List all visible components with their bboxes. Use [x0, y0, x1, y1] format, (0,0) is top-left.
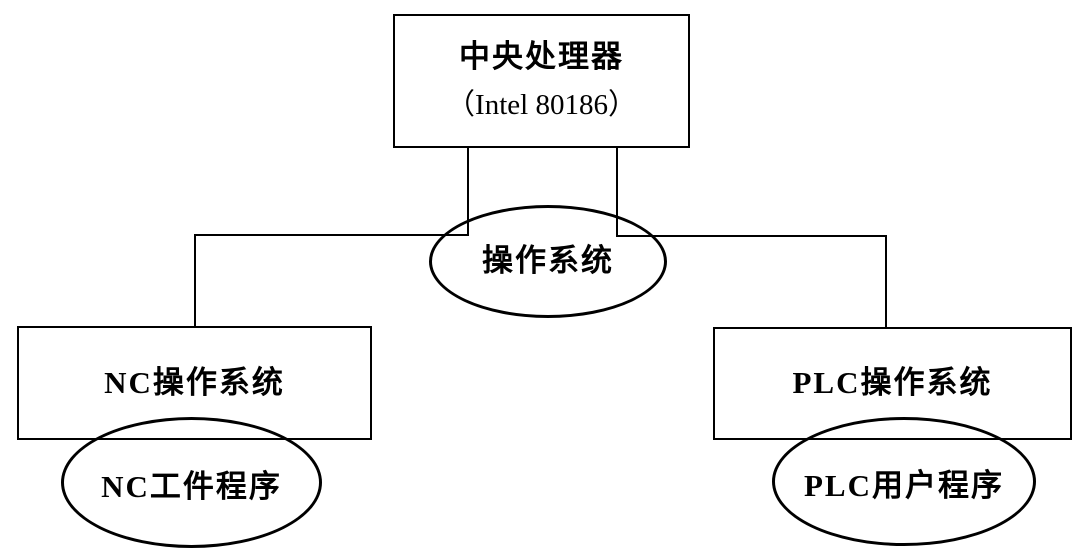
nc-program-ellipse-label: NC工件程序 [101, 469, 282, 505]
connector-down-to-plc-os-box [885, 235, 887, 329]
connector-cpu-to-left-vertical [467, 147, 469, 236]
cpu-box-subtitle: （Intel 80186） [446, 89, 637, 122]
os-ellipse: 操作系统 [429, 205, 667, 318]
nc-os-box: NC操作系统 [17, 326, 372, 440]
connector-down-to-nc-os-box [194, 234, 196, 328]
connector-cpu-to-right-vertical [616, 147, 618, 237]
cpu-box-title: 中央处理器 [459, 39, 624, 74]
nc-program-ellipse: NC工件程序 [61, 417, 322, 548]
nc-os-box-label: NC操作系统 [104, 364, 285, 400]
connector-left-horizontal [194, 234, 469, 236]
plc-os-box-label: PLC操作系统 [792, 365, 993, 401]
plc-program-ellipse-label: PLC用户程序 [804, 468, 1004, 504]
cpu-box: 中央处理器 （Intel 80186） [393, 14, 690, 148]
os-ellipse-label: 操作系统 [482, 243, 614, 279]
plc-program-ellipse: PLC用户程序 [772, 417, 1036, 546]
connector-right-horizontal [616, 235, 887, 237]
